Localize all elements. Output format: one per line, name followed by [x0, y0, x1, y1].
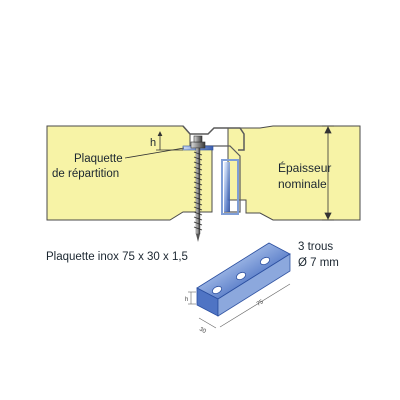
hole-1: [211, 285, 223, 295]
h-label: h: [150, 137, 156, 149]
steel-clip-body: [224, 162, 230, 212]
screw: [190, 135, 206, 242]
hole-2: [235, 271, 247, 281]
steel-clip: [221, 159, 239, 215]
plaquette-inox-label: Plaquette inox 75 x 30 x 1,5: [46, 251, 188, 263]
plaquette-label-2: de répartition: [52, 168, 119, 180]
hole-3: [259, 256, 271, 266]
plaquette-label-1: Plaquette: [74, 153, 123, 165]
dim-length-label: 75: [256, 299, 265, 308]
plaquette-leader: [124, 147, 185, 159]
thickness-dimension: [322, 125, 334, 221]
dim-h-label: h: [185, 297, 188, 303]
dim-width-label: 30: [198, 327, 207, 336]
epaisseur-label-2: nominale: [278, 177, 327, 191]
h-dimension: [156, 131, 183, 151]
plaquette-dimensions: [188, 283, 291, 329]
joint-cover-profile: [182, 125, 245, 151]
trous-label-2: Ø 7 mm: [298, 257, 339, 269]
epaisseur-label-1: Épaisseur: [278, 160, 331, 175]
inner-profile: [190, 145, 241, 213]
plaquette-3d: [196, 242, 291, 317]
trous-label-1: 3 trous: [298, 241, 333, 253]
